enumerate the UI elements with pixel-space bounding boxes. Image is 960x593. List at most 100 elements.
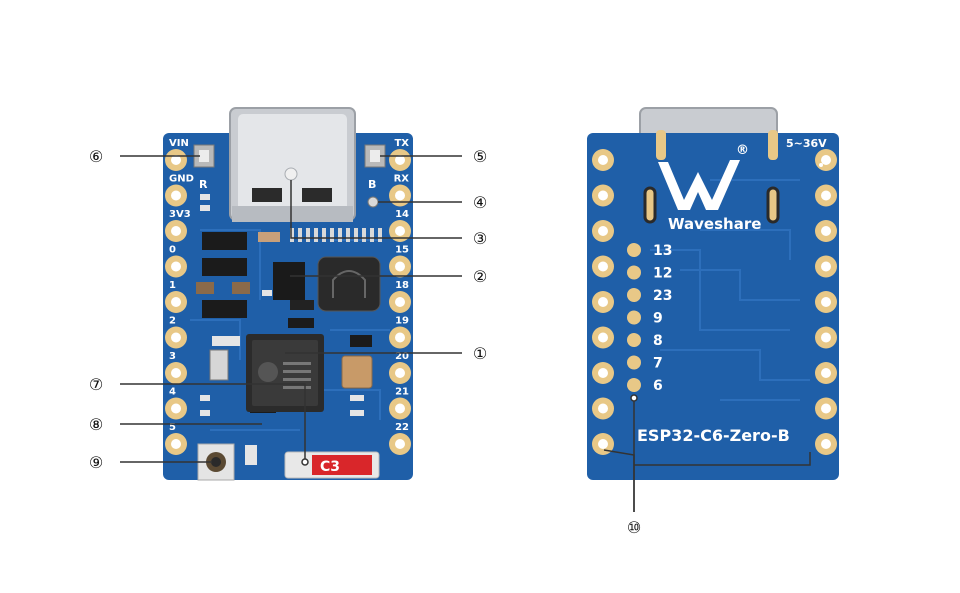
back-pin-left-hole-3	[598, 226, 608, 236]
mount-slot-left	[643, 186, 657, 224]
back-test-pads	[627, 243, 641, 392]
callout-3: ③	[473, 229, 487, 248]
back-test-pad-7	[627, 378, 641, 392]
registered-mark: ®	[736, 143, 749, 158]
front-pin-label-right-8: 21	[395, 387, 409, 398]
back-pad-label-3: 23	[653, 288, 672, 304]
back-pin-left-hole-5	[598, 297, 608, 307]
back-pad-label-5: 8	[653, 333, 663, 349]
front-pin-left-hole-6	[171, 332, 181, 343]
back-pin-right-hole-4	[821, 261, 831, 272]
chip-badge: C3	[320, 459, 340, 475]
back-pin-left-hole-2	[598, 190, 608, 201]
back-pin-right-hole-5	[821, 297, 831, 307]
back-test-pad-5	[627, 333, 641, 347]
front-pin-label-left-7: 3	[169, 351, 176, 362]
front-pin-label-left-9: 5	[169, 422, 176, 433]
front-pin-label-right-9: 22	[395, 422, 409, 433]
front-pin-left-hole-3	[171, 226, 181, 236]
back-pin-right-hole-3	[821, 226, 831, 236]
rgb-led	[367, 196, 379, 208]
front-pins-right	[389, 149, 411, 455]
leader-7	[120, 383, 306, 462]
esp32-c6-chip	[246, 334, 324, 412]
back-pin-left-hole-9	[598, 439, 608, 449]
front-pin-left-hole-7	[171, 368, 181, 378]
front-pin-left-hole-5	[171, 297, 181, 307]
back-test-pad-4	[627, 310, 641, 325]
back-test-pad-2	[627, 265, 641, 280]
callout-lines	[120, 155, 811, 512]
waveshare-logo: Waveshare ®	[658, 143, 761, 233]
back-pin-right-hole-2	[821, 190, 831, 201]
front-pins-left	[165, 149, 187, 455]
back-test-pad-3	[627, 288, 641, 302]
back-pin-right-hole-9	[821, 439, 831, 449]
callout-8: ⑧	[89, 415, 103, 434]
front-pin-label-left-4: 0	[169, 245, 176, 256]
front-pin-labels-left: VIN GND 3V3 0 1 2 3 4 5	[169, 138, 194, 433]
back-test-pad-1	[627, 243, 641, 257]
front-pin-label-right-5: 18	[395, 280, 409, 291]
front-pin-label-right-7: 20	[395, 351, 409, 362]
ceramic-antenna: C3	[284, 451, 380, 479]
front-pin-left-hole-2	[171, 190, 181, 201]
marker-dot	[819, 163, 823, 167]
callout-6: ⑥	[89, 147, 103, 166]
voltage-label: 5~36V	[786, 137, 827, 150]
back-traces	[650, 179, 810, 401]
front-pin-right-hole-7	[395, 368, 405, 378]
callout-1: ①	[473, 344, 487, 363]
board-name: ESP32-C6-Zero-B	[637, 426, 790, 445]
front-board: VIN GND 3V3 0 1 2 3 4 5 TX RX 14 15 18 19 20 21 22 R B	[163, 107, 413, 481]
silk-r-label: R	[199, 178, 208, 191]
callout-5: ⑤	[473, 147, 487, 166]
callout-2: ②	[473, 267, 487, 286]
front-pin-label-left-2: GND	[169, 174, 194, 185]
back-pins-right	[815, 149, 837, 455]
silk-b-label: B	[368, 178, 376, 191]
front-pin-right-hole-9	[395, 439, 405, 449]
callout-10: ⑩	[627, 518, 641, 537]
usb-tab-right	[768, 130, 778, 160]
back-pin-right-hole-7	[821, 368, 831, 378]
front-pin-right-hole-8	[395, 403, 405, 414]
front-pin-label-right-3: 14	[395, 209, 409, 220]
back-pad-label-7: 6	[653, 378, 663, 394]
brand-name: Waveshare	[668, 215, 761, 233]
inductor	[317, 256, 381, 312]
callout-dots	[301, 394, 638, 466]
front-pin-label-left-3: 3V3	[169, 209, 191, 220]
front-pin-label-right-6: 19	[395, 316, 409, 327]
back-pin-right-hole-6	[821, 332, 831, 343]
front-pin-label-left-8: 4	[169, 387, 176, 398]
front-pin-right-hole-1	[395, 155, 405, 165]
back-pin-left-hole-4	[598, 261, 608, 272]
back-pad-label-6: 7	[653, 356, 663, 372]
front-pin-label-right-4: 15	[395, 245, 409, 256]
front-pin-label-right-2: RX	[394, 174, 410, 185]
front-pin-right-hole-6	[395, 332, 405, 343]
back-pin-left-hole-7	[598, 368, 608, 378]
back-pins-left	[592, 149, 614, 455]
front-pin-label-left-5: 1	[169, 280, 176, 291]
front-pin-label-left-6: 2	[169, 316, 176, 327]
back-pad-label-1: 13	[653, 243, 672, 259]
back-pad-label-4: 9	[653, 311, 663, 327]
back-pin-left-hole-8	[598, 403, 608, 414]
back-pin-right-hole-8	[821, 403, 831, 414]
front-pin-left-hole-1	[171, 155, 181, 165]
back-pin-left-hole-6	[598, 332, 608, 343]
front-pin-label-right-1: TX	[394, 138, 409, 149]
back-pin-right-hole-1	[821, 155, 831, 165]
mount-slot-right	[766, 186, 780, 224]
front-pin-right-hole-3	[395, 226, 405, 236]
callout-9: ⑨	[89, 453, 103, 472]
front-pin-label-left-1: VIN	[169, 138, 189, 149]
callout-7: ⑦	[89, 375, 103, 394]
dcdc-regulator	[273, 262, 305, 300]
